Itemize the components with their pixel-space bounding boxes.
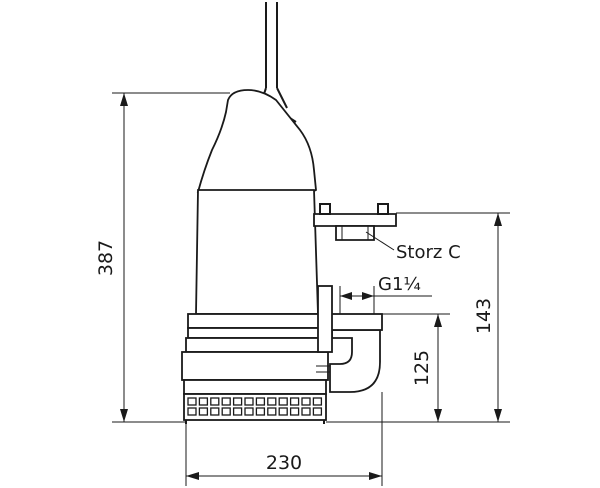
strainer-slot bbox=[187, 407, 197, 416]
bearing-housing bbox=[185, 313, 325, 353]
motor-head bbox=[196, 89, 317, 193]
strainer-slot bbox=[289, 397, 300, 406]
outlet-height-value: 143 bbox=[473, 298, 495, 334]
strainer-slot bbox=[244, 397, 254, 406]
strainer-slot bbox=[301, 407, 311, 416]
strainer-slot bbox=[267, 407, 277, 416]
strainer-slot bbox=[232, 407, 243, 416]
thread-dimension bbox=[339, 286, 432, 314]
motor-body bbox=[195, 189, 319, 315]
strainer-slot bbox=[312, 407, 323, 416]
strainer-slot bbox=[278, 407, 288, 416]
strainer-slot bbox=[255, 407, 266, 416]
strainer-slot bbox=[312, 397, 323, 406]
strainer-slot bbox=[210, 407, 220, 416]
outlet-elbow bbox=[325, 313, 383, 393]
storz-label: Storz C bbox=[396, 242, 461, 263]
strainer-slot bbox=[289, 407, 300, 416]
outlet-stub bbox=[317, 285, 333, 353]
strainer-slot bbox=[267, 397, 277, 406]
strainer-slot bbox=[221, 407, 231, 416]
overall-height-dimension bbox=[112, 92, 230, 423]
thread-height-value: 125 bbox=[411, 350, 433, 386]
strainer-slot bbox=[210, 397, 220, 406]
strainer-slot bbox=[187, 397, 197, 406]
strainer-slot bbox=[255, 397, 266, 406]
strainer-slot bbox=[301, 397, 311, 406]
thread-height-dimension bbox=[382, 313, 450, 422]
strainer-slot bbox=[198, 397, 209, 406]
thread-label: G1¼ bbox=[378, 274, 421, 295]
width-dimension bbox=[185, 392, 383, 486]
strainer-slot bbox=[244, 407, 254, 416]
strainer-slot bbox=[232, 397, 243, 406]
strainer bbox=[183, 393, 327, 421]
strainer-slot bbox=[198, 407, 209, 416]
strainer-slot bbox=[221, 397, 231, 406]
strainer-slot bbox=[278, 397, 288, 406]
storz-leader bbox=[365, 231, 395, 251]
pump-housing bbox=[181, 351, 346, 395]
width-value: 230 bbox=[266, 452, 302, 474]
storz-c-coupling bbox=[313, 203, 397, 241]
outlet-height-dimension bbox=[326, 212, 510, 423]
overall-height-value: 387 bbox=[95, 240, 117, 276]
